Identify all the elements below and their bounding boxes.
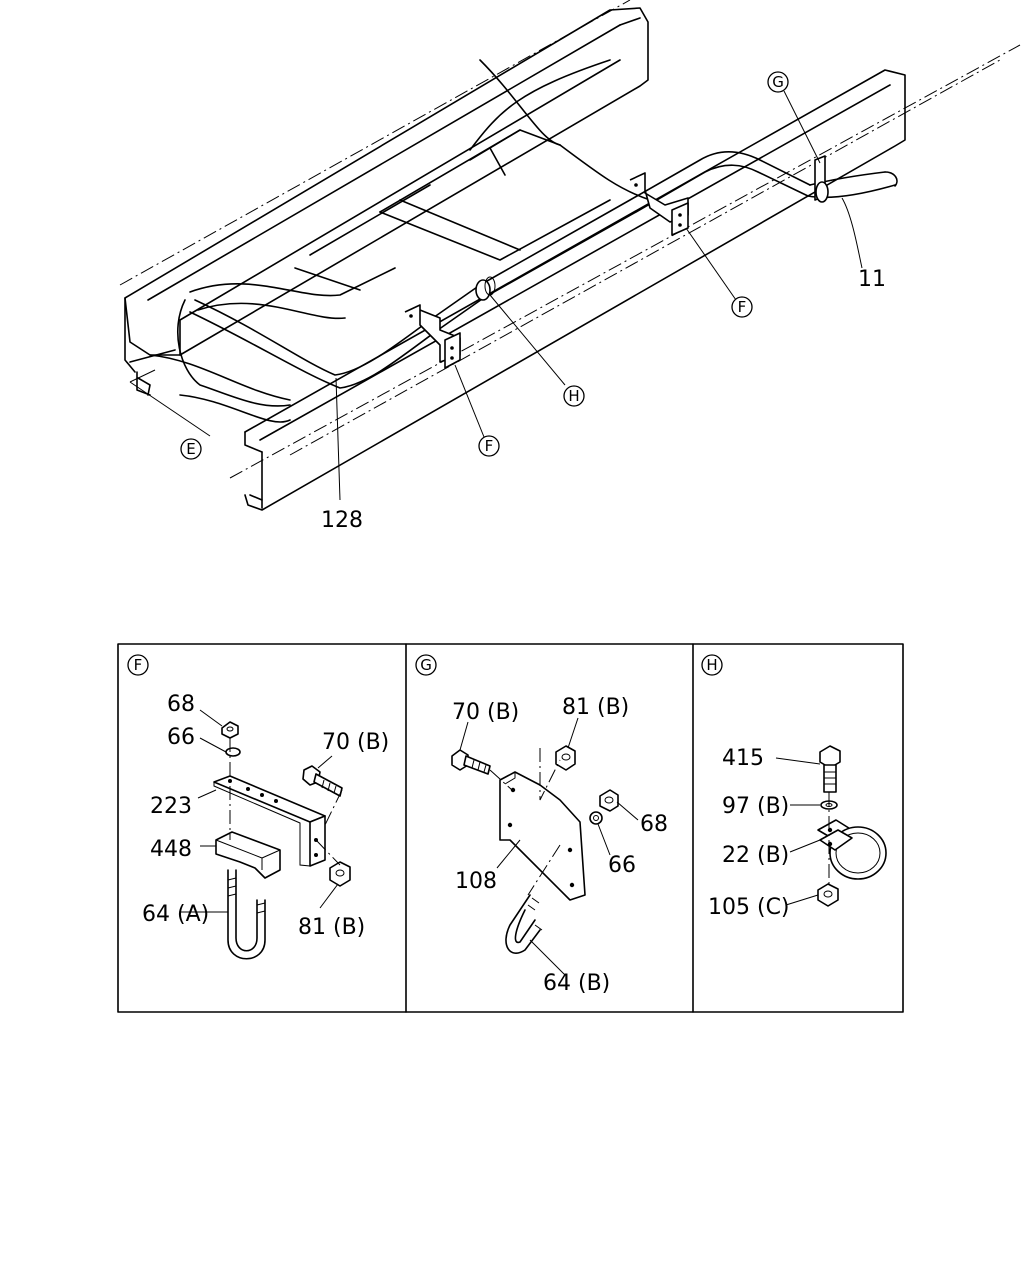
label-68-g: 68 <box>640 812 668 837</box>
part-label-11: 11 <box>858 267 886 292</box>
label-64b: 64 (B) <box>543 971 610 996</box>
callout-h: H <box>563 385 585 407</box>
panel-g-title: G <box>420 656 432 674</box>
svg-text:G: G <box>772 73 784 91</box>
callout-f-left: F <box>478 435 500 457</box>
label-22b: 22 (B) <box>722 843 789 868</box>
svg-text:F: F <box>738 298 747 316</box>
svg-text:E: E <box>186 440 195 458</box>
detail-panel-h: H 415 97 (B) 22 (B) 105 (C) <box>701 654 887 920</box>
label-105c: 105 (C) <box>708 895 790 920</box>
panel-f-title: F <box>134 656 143 674</box>
callout-g: G <box>767 71 789 93</box>
detail-panel-g: G 70 (B) 81 (B) <box>415 654 668 996</box>
svg-text:H: H <box>568 387 579 405</box>
label-66: 66 <box>167 725 195 750</box>
detail-panel-f: F <box>127 654 389 960</box>
label-70b: 70 (B) <box>322 730 389 755</box>
part-label-128: 128 <box>321 508 363 533</box>
label-81b: 81 (B) <box>298 915 365 940</box>
label-66-g: 66 <box>608 853 636 878</box>
label-81b-g: 81 (B) <box>562 695 629 720</box>
label-64a: 64 (A) <box>142 902 209 927</box>
svg-text:F: F <box>485 437 494 455</box>
label-70b-g: 70 (B) <box>452 700 519 725</box>
label-108: 108 <box>455 869 497 894</box>
detail-panels-frame <box>117 643 904 1013</box>
label-97b: 97 (B) <box>722 794 789 819</box>
label-68: 68 <box>167 692 195 717</box>
label-223: 223 <box>150 794 192 819</box>
callout-f-right: F <box>731 296 753 318</box>
panel-h-title: H <box>706 656 717 674</box>
callout-e: E <box>180 438 202 460</box>
label-448: 448 <box>150 837 192 862</box>
label-415: 415 <box>722 746 764 771</box>
chassis-frame-drawing <box>119 0 1021 511</box>
